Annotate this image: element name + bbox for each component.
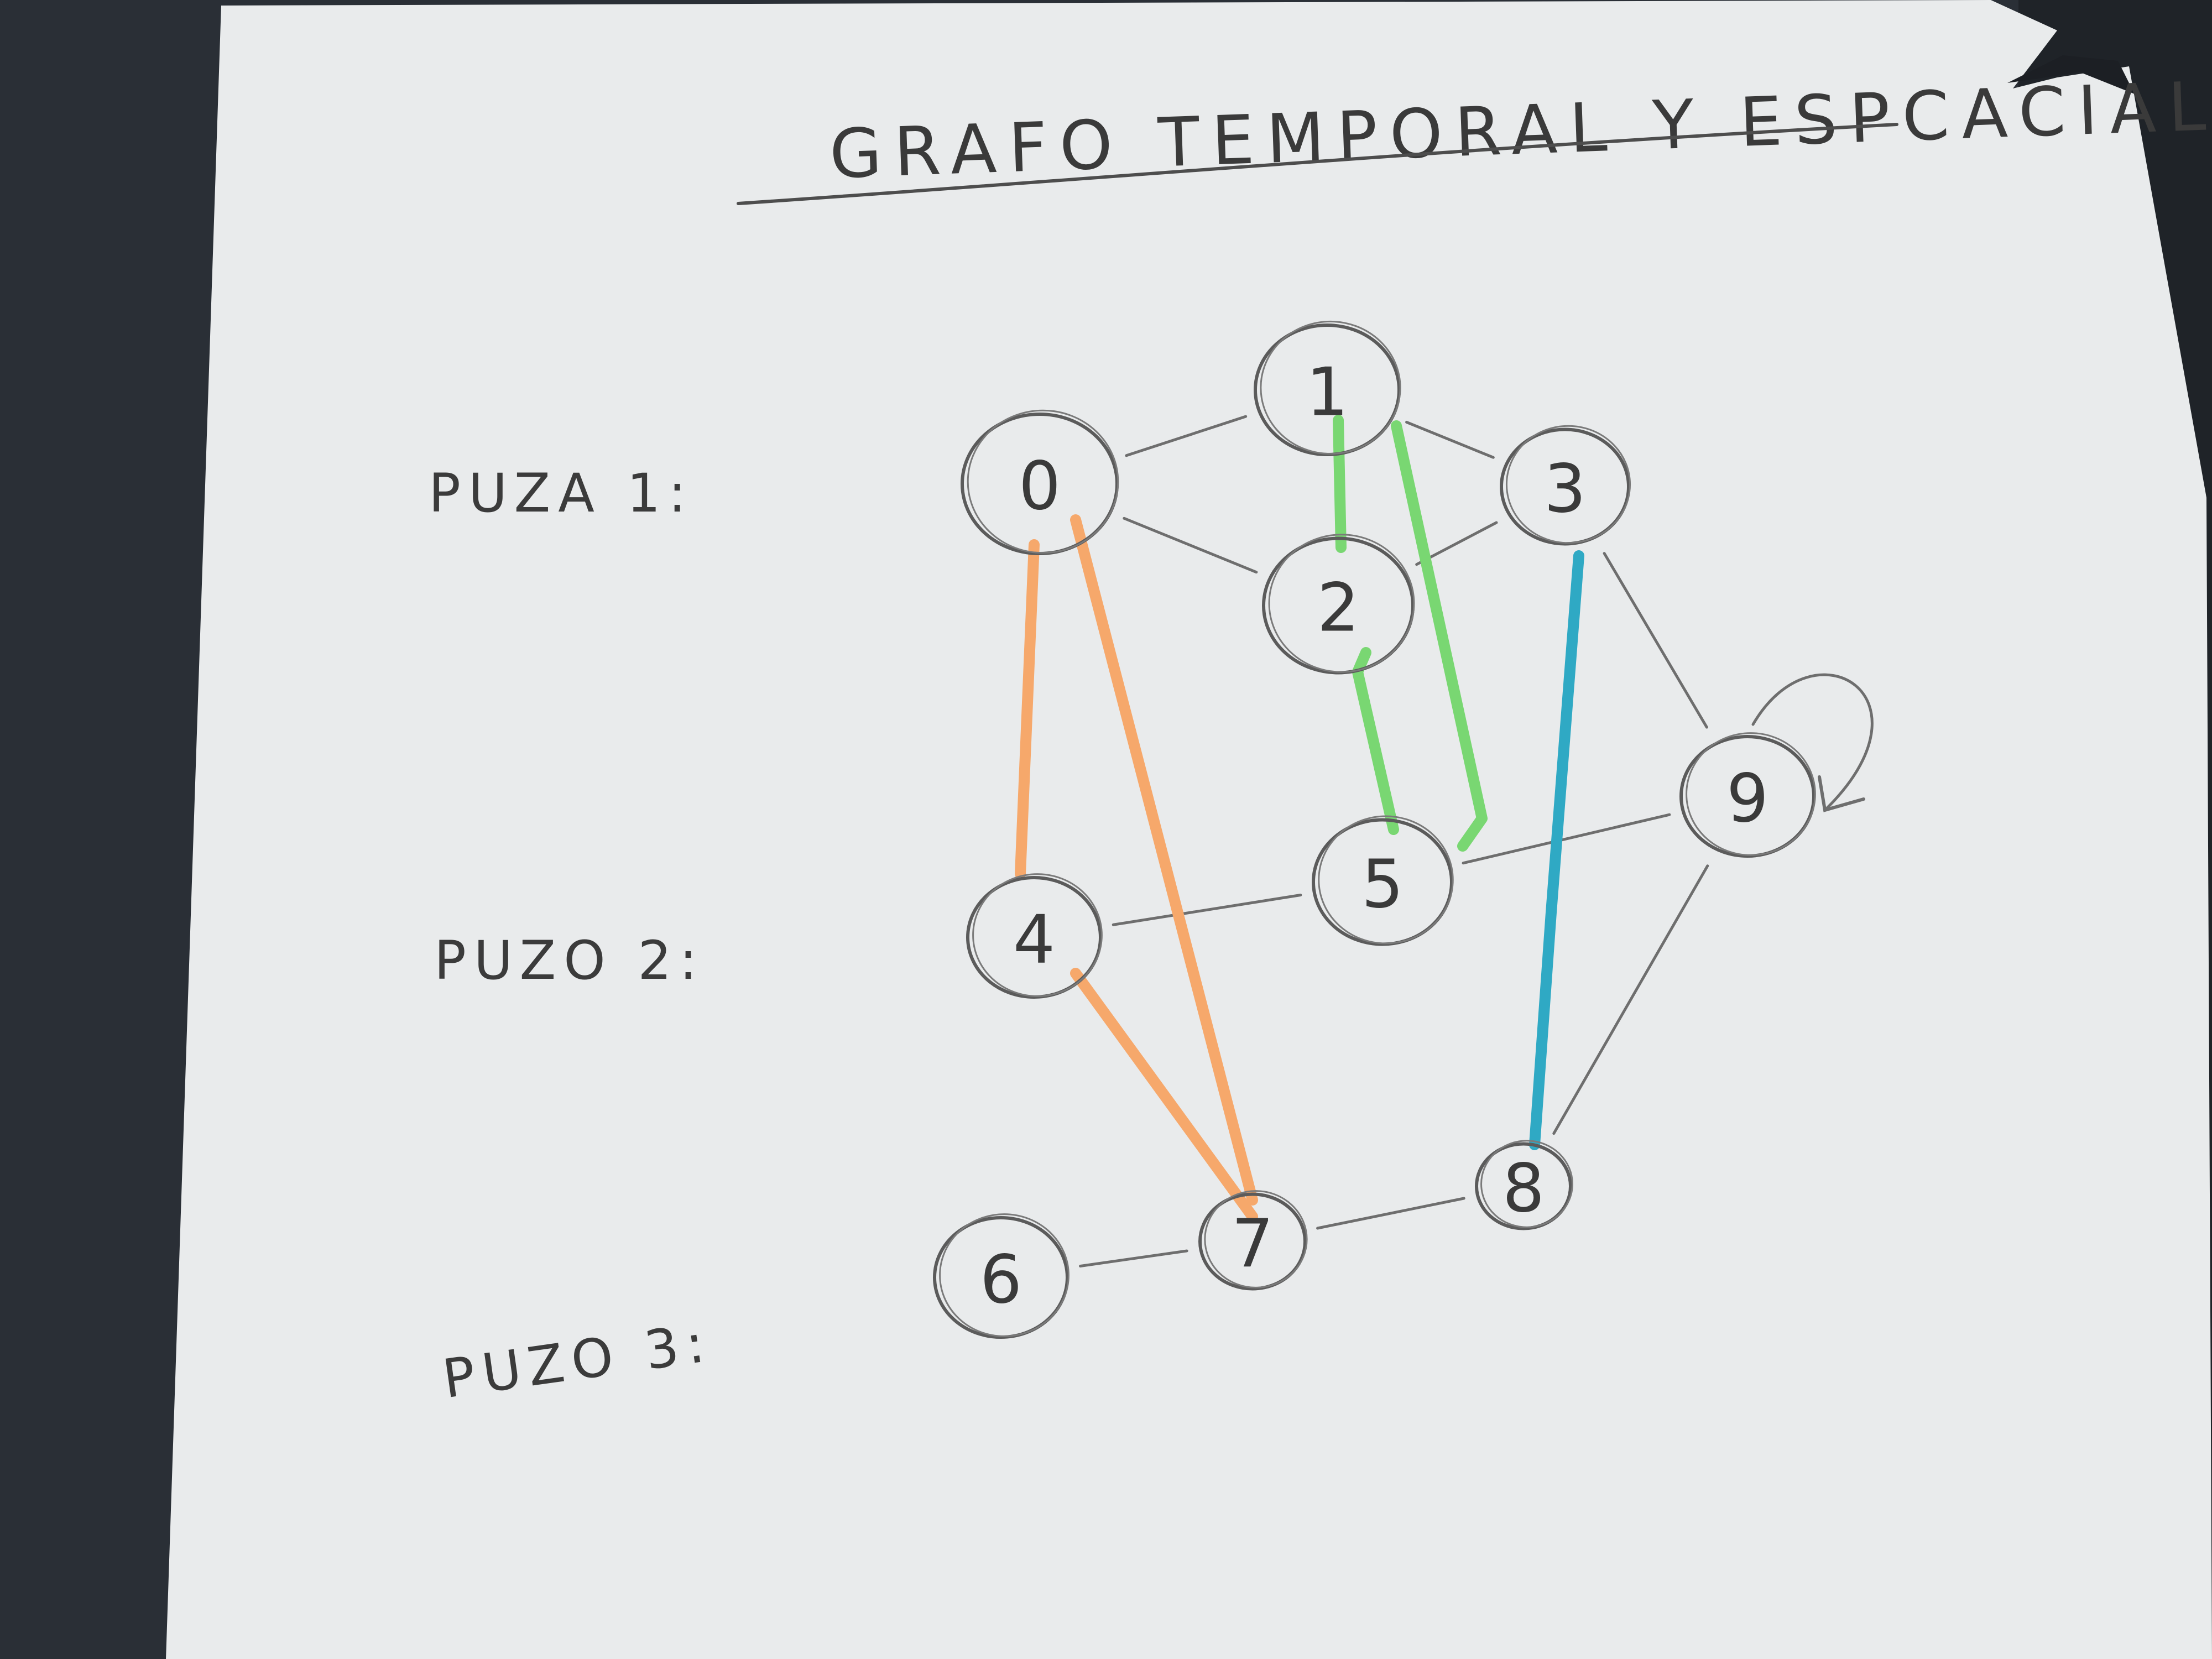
node-1-circle [1254,324,1401,456]
node-7-circle-sketch [1204,1190,1308,1288]
edge-1-2-green [1333,415,1347,553]
title-underline [737,123,1898,205]
node-9: 9 [1679,732,1816,858]
node-7-label: 7 [1232,1206,1274,1283]
node-9-circle [1679,735,1815,858]
node-8-circle [1475,1142,1572,1230]
paper [166,0,2212,1659]
paper-tear [2007,55,2135,94]
node-6-circle-sketch [939,1213,1070,1337]
node-2: 2 [1262,534,1415,675]
edge-5-9-gray [1462,813,1671,865]
node-8-circle-sketch [1480,1140,1573,1228]
edge-9-8-gray [1552,864,1709,1135]
edge-7-8-gray [1316,1197,1465,1230]
node-9-label: 9 [1726,761,1768,838]
node-7: 7 [1198,1190,1308,1291]
node-0-circle-sketch [967,409,1119,554]
edge-6-7-gray [1079,1249,1188,1267]
node-1-label: 1 [1306,354,1348,431]
node-7-circle [1198,1192,1307,1291]
edge-0-4-orange [1015,539,1040,879]
edge-4-5-gray [1112,894,1302,926]
node-4-circle [966,876,1102,999]
node-4-circle-sketch [972,873,1103,997]
edge-3-8-blue [1529,550,1584,1150]
edge-0-2-gray [1123,517,1258,574]
node-6: 6 [933,1213,1070,1339]
node-2-circle-sketch [1268,534,1415,673]
node-8: 8 [1475,1140,1573,1230]
edge-9-9-gray [1751,673,1874,812]
row-label-2: PUZO 2: [434,930,705,992]
edge-1-3-gray [1405,420,1495,459]
nodes-layer: 0 1 2 3 4 5 6 7 8 9 [933,320,1816,1339]
node-5-label: 5 [1361,847,1404,924]
node-5-circle-sketch [1318,815,1454,945]
node-0-label: 0 [1019,448,1061,525]
node-6-label: 6 [980,1242,1022,1319]
row-label-1: PUZA 1: [429,462,694,524]
node-5-circle [1312,818,1453,946]
node-6-circle [933,1216,1069,1339]
edge-4-7-orange [1070,968,1258,1222]
node-0: 0 [961,409,1119,555]
node-1: 1 [1254,320,1401,456]
node-9-circle-sketch [1686,732,1816,856]
edge-0-1-gray [1125,415,1248,457]
node-3-circle [1500,427,1630,546]
node-4-label: 4 [1013,902,1055,979]
node-8-label: 8 [1503,1151,1545,1228]
node-3-circle-sketch [1505,425,1631,544]
node-4: 4 [966,873,1103,999]
node-2-label: 2 [1317,570,1359,647]
node-5: 5 [1312,815,1454,946]
node-1-circle-sketch [1260,320,1401,455]
edge-1-5-green [1391,420,1488,852]
node-3-label: 3 [1544,451,1586,528]
node-3: 3 [1500,425,1631,546]
edge-0-7-orange [1070,514,1258,1206]
edges-layer [1015,415,1874,1267]
edge-3-9-gray [1603,552,1708,729]
